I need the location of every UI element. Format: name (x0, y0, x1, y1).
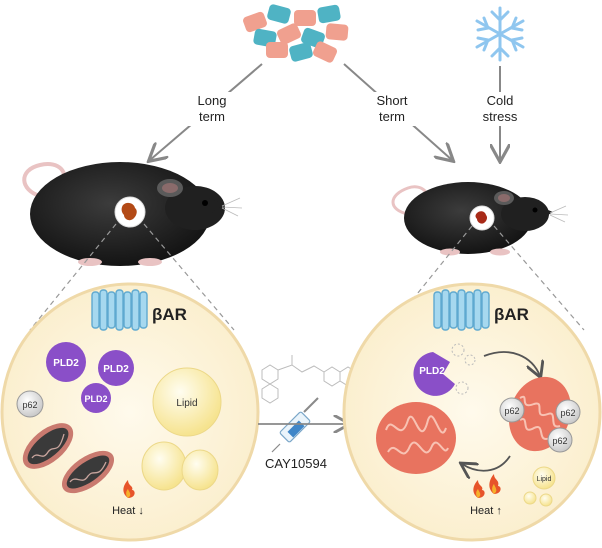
mouse-left-icon (22, 162, 243, 266)
left-pld2-label-3: PLD2 (84, 394, 107, 404)
left-p62-label: p62 (22, 400, 37, 410)
pills-icon (243, 4, 349, 63)
left-cell: βAR PLD2 PLD2 PLD2 p62 Lipid Heat ↓ (0, 282, 260, 542)
left-heat-label: Heat ↓ (112, 505, 144, 517)
long-term-label-2: term (199, 109, 225, 124)
mitochondria-dark-icon (22, 423, 115, 494)
right-p62-label-3: p62 (552, 436, 567, 446)
right-pld2-label: PLD2 (419, 366, 445, 377)
short-term-label-1: Short (376, 93, 407, 108)
right-cell: βAR PLD2 p62 p62 p62 Lipid (342, 282, 602, 542)
left-lipid-label: Lipid (176, 398, 197, 409)
right-lipid-label: Lipid (537, 476, 552, 483)
cold-stress-label-2: stress (483, 109, 518, 124)
left-pld2-label-2: PLD2 (103, 364, 129, 375)
flame-icon (473, 474, 501, 498)
long-term-label-1: Long (198, 93, 227, 108)
beta-adrenergic-receptor-icon (91, 289, 148, 331)
left-pld2-label-1: PLD2 (53, 358, 79, 369)
flame-icon (123, 480, 135, 498)
cold-stress-label-1: Cold (487, 93, 514, 108)
syringe-icon (271, 397, 319, 453)
right-heat-label: Heat ↑ (470, 505, 502, 517)
mouse-right-icon (391, 182, 569, 256)
right-receptor-label: βAR (494, 305, 529, 324)
left-receptor-label: βAR (152, 305, 187, 324)
cay10594-structure-icon (261, 355, 357, 404)
short-term-label-2: term (379, 109, 405, 124)
inhibitor-label: CAY10594 (265, 456, 327, 471)
right-p62-label-1: p62 (504, 406, 519, 416)
beta-adrenergic-receptor-icon (433, 289, 490, 331)
right-p62-label-2: p62 (560, 408, 575, 418)
snowflake-icon (475, 6, 525, 62)
